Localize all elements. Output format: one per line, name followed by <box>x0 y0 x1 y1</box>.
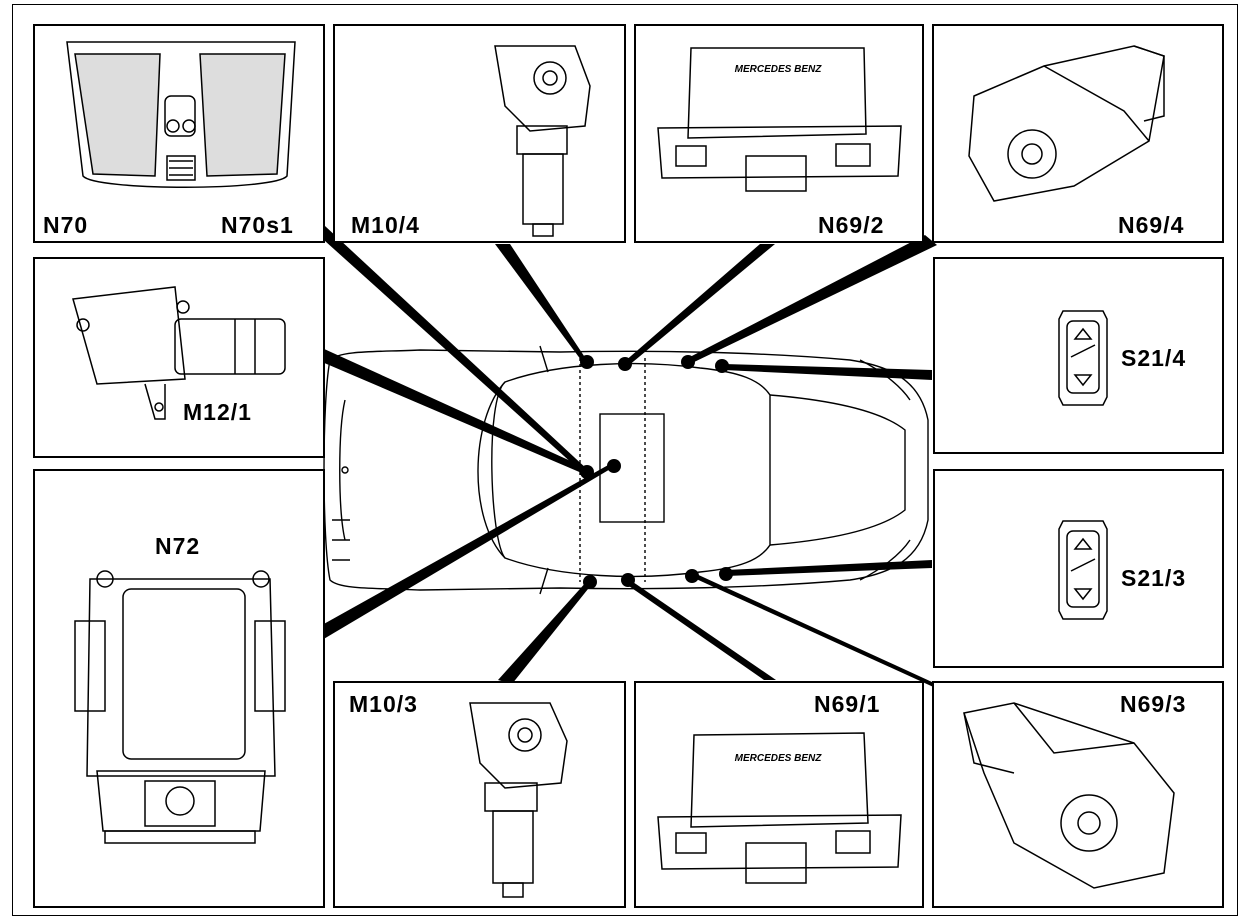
label-n70: N70 <box>43 212 89 238</box>
leader-lines <box>315 226 940 690</box>
label-n70s1: N70s1 <box>221 212 294 238</box>
window-motor-icon <box>469 702 568 898</box>
window-motor-icon <box>494 45 591 237</box>
panel-n69-3: N69/3 <box>932 681 1224 908</box>
label-n69-2: N69/2 <box>818 212 885 238</box>
label-s21-3: S21/3 <box>1121 565 1187 591</box>
control-module-icon: MERCEDES BENZ <box>657 732 902 884</box>
control-module-icon: MERCEDES BENZ <box>657 47 902 192</box>
mirror-motor-icon <box>72 286 286 420</box>
module-brand-upper: MERCEDES BENZ <box>735 64 823 75</box>
label-n72: N72 <box>155 533 201 559</box>
mirror-motor-icon <box>968 45 1165 202</box>
panel-s21-3: S21/3 <box>933 469 1224 668</box>
mirror-motor-icon <box>963 702 1175 889</box>
window-switch-icon <box>1058 310 1108 406</box>
label-s21-4: S21/4 <box>1121 345 1187 371</box>
car-top-view-icon <box>323 345 929 595</box>
panel-n69-1: MERCEDES BENZ N69/1 <box>634 681 924 908</box>
panel-n72: N72 <box>33 469 325 908</box>
panel-n69-2: MERCEDES BENZ N69/2 <box>634 24 924 243</box>
panel-n70: N70 N70s1 <box>33 24 325 243</box>
overhead-control-panel-icon <box>66 41 296 188</box>
label-m12-1: M12/1 <box>183 399 252 425</box>
panel-m10-4: M10/4 <box>333 24 626 243</box>
panel-m10-3: M10/3 <box>333 681 626 908</box>
label-n69-4: N69/4 <box>1118 212 1185 238</box>
window-switch-icon <box>1058 520 1108 620</box>
panel-s21-4: S21/4 <box>933 257 1224 454</box>
locator-dots <box>580 355 733 589</box>
label-n69-3: N69/3 <box>1120 691 1187 717</box>
label-n69-1: N69/1 <box>814 691 881 717</box>
diagram-frame <box>12 4 1238 916</box>
panel-m12-1: M12/1 <box>33 257 325 458</box>
seat-switch-panel-icon <box>74 570 286 844</box>
module-brand-lower: MERCEDES BENZ <box>735 753 823 764</box>
label-m10-3: M10/3 <box>349 691 418 717</box>
label-m10-4: M10/4 <box>351 212 420 238</box>
panel-n69-4: N69/4 <box>932 24 1224 243</box>
